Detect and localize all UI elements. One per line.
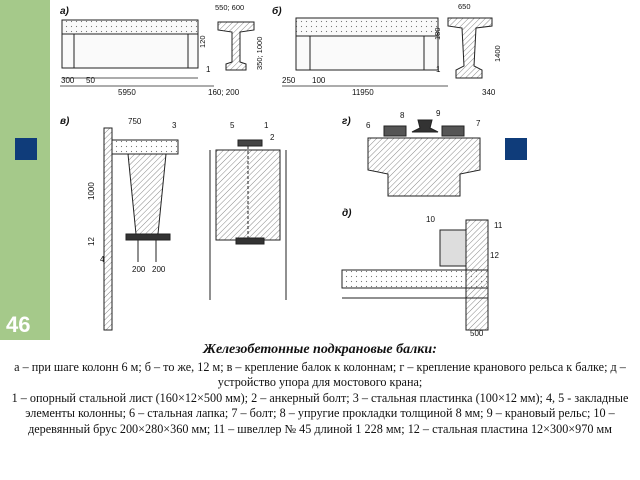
svg-text:200: 200 <box>132 265 146 274</box>
svg-text:180: 180 <box>433 27 442 40</box>
svg-text:650: 650 <box>458 2 471 11</box>
svg-text:120: 120 <box>198 35 207 48</box>
svg-text:в): в) <box>60 116 70 127</box>
svg-text:12: 12 <box>490 251 499 260</box>
svg-text:8: 8 <box>400 111 405 120</box>
svg-text:5: 5 <box>230 121 235 130</box>
svg-text:б): б) <box>272 5 282 17</box>
svg-text:300: 300 <box>61 76 75 85</box>
decorative-blue-square-left <box>15 138 37 160</box>
svg-text:11: 11 <box>494 221 503 230</box>
svg-text:1400: 1400 <box>493 45 502 62</box>
svg-text:1000: 1000 <box>87 182 96 200</box>
svg-text:340: 340 <box>482 88 496 97</box>
svg-text:д): д) <box>342 208 352 219</box>
technical-drawing: а) 300 50 5950 160; 200 550; 600 120 350… <box>52 0 640 340</box>
view-a: а) 300 50 5950 160; 200 550; 600 120 350… <box>60 3 264 97</box>
view-d: д) 10 11 12 500 <box>341 208 503 338</box>
svg-text:550; 600: 550; 600 <box>215 3 244 12</box>
svg-text:г): г) <box>342 116 351 127</box>
slide-number: 46 <box>6 312 31 337</box>
svg-text:11950: 11950 <box>352 88 374 97</box>
caption-title: Железобетонные подкрановые балки: <box>203 342 437 357</box>
svg-text:12: 12 <box>87 237 96 246</box>
svg-text:200: 200 <box>152 265 166 274</box>
svg-text:1: 1 <box>264 121 269 130</box>
svg-text:3: 3 <box>172 121 177 130</box>
svg-text:1: 1 <box>206 65 211 74</box>
view-g: г) 6 8 9 7 <box>342 109 481 197</box>
svg-text:7: 7 <box>476 119 481 128</box>
decorative-blue-square-right <box>505 138 527 160</box>
svg-text:50: 50 <box>86 76 95 85</box>
svg-text:4: 4 <box>100 255 105 264</box>
svg-text:5950: 5950 <box>118 88 136 97</box>
svg-text:750: 750 <box>128 117 142 126</box>
caption-line-1: а – при шаге колонн 6 м; б – то же, 12 м… <box>14 359 626 390</box>
svg-text:160; 200: 160; 200 <box>208 88 240 97</box>
svg-text:2: 2 <box>270 133 275 142</box>
svg-text:500: 500 <box>470 329 484 338</box>
svg-text:350; 1000: 350; 1000 <box>255 37 264 70</box>
svg-text:1: 1 <box>436 65 441 74</box>
svg-text:250: 250 <box>282 76 296 85</box>
view-a-label: а) <box>60 6 70 17</box>
svg-text:10: 10 <box>426 215 435 224</box>
caption-line-2: 1 – опорный стальной лист (160×12×500 мм… <box>11 390 629 436</box>
view-b: б) 250 100 11950 650 180 1400 340 1 <box>272 2 502 97</box>
view-v: в) 750 1000 12 200 200 3 4 5 1 2 <box>60 116 287 331</box>
decorative-green-bar <box>0 0 50 340</box>
svg-text:9: 9 <box>436 109 441 118</box>
svg-text:100: 100 <box>312 76 326 85</box>
svg-text:6: 6 <box>366 121 371 130</box>
figure-caption: Железобетонные подкрановые балки: а – пр… <box>4 342 636 438</box>
